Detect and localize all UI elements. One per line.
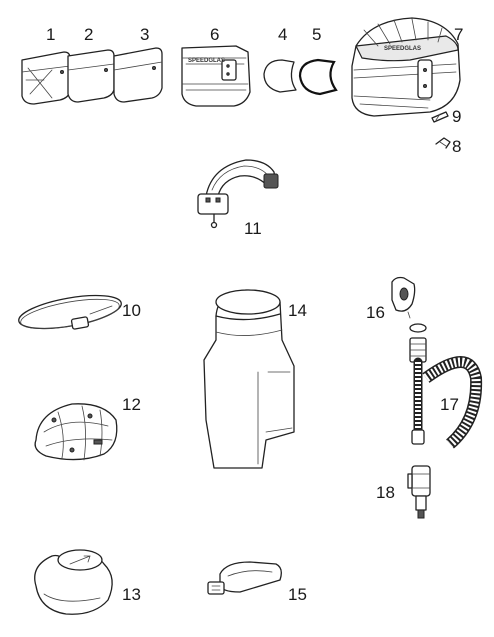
part-14-hood: 14 bbox=[203, 289, 307, 469]
label-13: 13 bbox=[122, 585, 141, 604]
label-15: 15 bbox=[288, 585, 307, 604]
part-1-visor: 1 bbox=[21, 25, 71, 105]
part-15-belt: 15 bbox=[207, 561, 307, 604]
label-10: 10 bbox=[122, 301, 141, 320]
part-4-lens: 4 bbox=[263, 25, 297, 93]
part-2-visor: 2 bbox=[67, 25, 115, 103]
label-4: 4 bbox=[278, 25, 287, 44]
label-18: 18 bbox=[376, 483, 395, 502]
label-12: 12 bbox=[122, 395, 141, 414]
part-18-valve: 18 bbox=[376, 465, 431, 519]
label-9: 9 bbox=[452, 107, 461, 126]
label-8: 8 bbox=[452, 137, 461, 156]
part-11-headgear: 11 bbox=[197, 159, 279, 238]
part-6-frame: SPEEDGLAS 6 bbox=[181, 25, 251, 107]
label-6: 6 bbox=[210, 25, 219, 44]
label-3: 3 bbox=[140, 25, 149, 44]
label-7: 7 bbox=[454, 25, 463, 44]
label-16: 16 bbox=[366, 303, 385, 322]
part-16-adapter: 16 bbox=[366, 276, 416, 322]
label-14: 14 bbox=[288, 301, 307, 320]
part-17-hose: 17 bbox=[409, 323, 483, 449]
frame-brand-mark: SPEEDGLAS bbox=[188, 58, 225, 64]
label-1: 1 bbox=[46, 25, 55, 44]
label-5: 5 bbox=[312, 25, 321, 44]
label-2: 2 bbox=[84, 25, 93, 44]
part-3-visor: 3 bbox=[113, 25, 163, 103]
label-11: 11 bbox=[244, 219, 262, 238]
part-5-gasket: 5 bbox=[298, 25, 338, 96]
helmet-brand-mark: SPEEDGLAS bbox=[384, 46, 421, 52]
part-12-cradle: 12 bbox=[34, 395, 141, 461]
part-8-clip: 8 bbox=[435, 137, 461, 156]
label-17: 17 bbox=[440, 395, 459, 414]
part-9-clip: 9 bbox=[431, 107, 461, 126]
part-13-cap: 13 bbox=[34, 549, 141, 615]
part-7-helmet: SPEEDGLAS 7 bbox=[351, 17, 463, 117]
part-10-clamp: 10 bbox=[18, 294, 141, 330]
